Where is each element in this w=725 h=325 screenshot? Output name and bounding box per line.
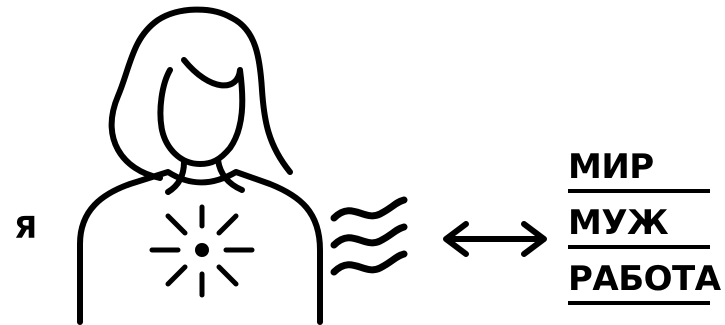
wavy-lines-icon bbox=[334, 200, 404, 272]
hair-outline bbox=[112, 10, 290, 178]
word-list: МИР МУЖ РАБОТА bbox=[568, 150, 710, 305]
double-arrow-icon bbox=[446, 224, 544, 254]
word-mir: МИР bbox=[568, 150, 710, 193]
face-outline bbox=[160, 60, 242, 164]
word-rabota: РАБОТА bbox=[568, 262, 710, 305]
word-muzh: МУЖ bbox=[568, 206, 710, 249]
radiant-heart-icon bbox=[152, 207, 252, 295]
